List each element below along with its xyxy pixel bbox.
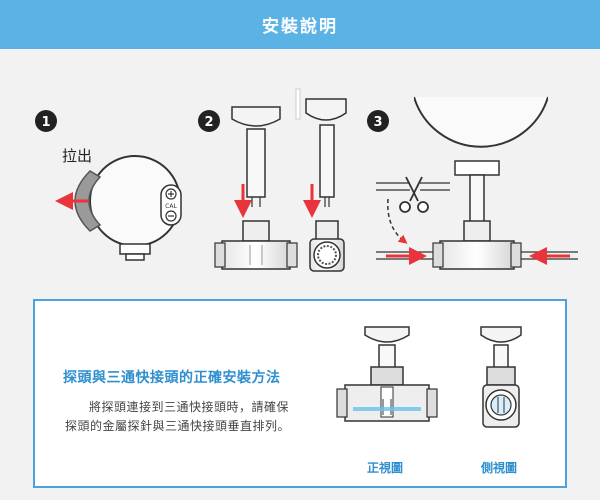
tip-heading: 探頭與三通快接頭的正確安裝方法 bbox=[63, 370, 281, 386]
page-title: 安裝說明 bbox=[262, 17, 338, 37]
side-view-label: 側視圖 bbox=[481, 461, 518, 475]
front-view-label: 正視圖 bbox=[367, 461, 404, 475]
step-1-number: 1 bbox=[41, 115, 50, 130]
installation-tip-box: 探頭與三通快接頭的正確安裝方法 將探頭連接到三通快接頭時，請確保 探頭的金屬探針… bbox=[33, 299, 567, 488]
installation-steps-illustration: 1 拉出 CAL 2 bbox=[35, 88, 578, 272]
step-1: 1 拉出 CAL bbox=[35, 110, 182, 261]
probe-head bbox=[231, 106, 281, 127]
tee-fitting-installed bbox=[439, 240, 515, 270]
step-3: 3 bbox=[367, 93, 578, 270]
tip-text: 將探頭連接到三通快接頭時，請確保 探頭的金屬探針與三通快接頭垂直排列。 bbox=[65, 398, 315, 436]
connect-arrow bbox=[387, 198, 408, 244]
front-view-diagram bbox=[336, 326, 438, 422]
step-3-badge bbox=[367, 110, 389, 132]
view-diagrams bbox=[336, 326, 522, 428]
step-2: 2 bbox=[198, 88, 347, 272]
side-view-diagram bbox=[480, 326, 522, 428]
step-3-number: 3 bbox=[373, 115, 382, 130]
cal-label: CAL bbox=[165, 203, 177, 210]
header-bar: 安裝說明 bbox=[0, 0, 600, 49]
tip-text-line-2: 探頭的金屬探針與三通快接頭垂直排列。 bbox=[65, 419, 291, 433]
step-2-number: 2 bbox=[204, 115, 213, 130]
scissors-icon bbox=[399, 176, 429, 213]
step-1-label: 拉出 bbox=[62, 147, 92, 165]
step-1-badge bbox=[35, 110, 57, 132]
controller-device-large bbox=[413, 96, 549, 148]
step-2-badge bbox=[198, 110, 220, 132]
tee-fitting-front bbox=[221, 240, 291, 270]
tip-text-line-1: 將探頭連接到三通快接頭時，請確保 bbox=[89, 400, 290, 414]
